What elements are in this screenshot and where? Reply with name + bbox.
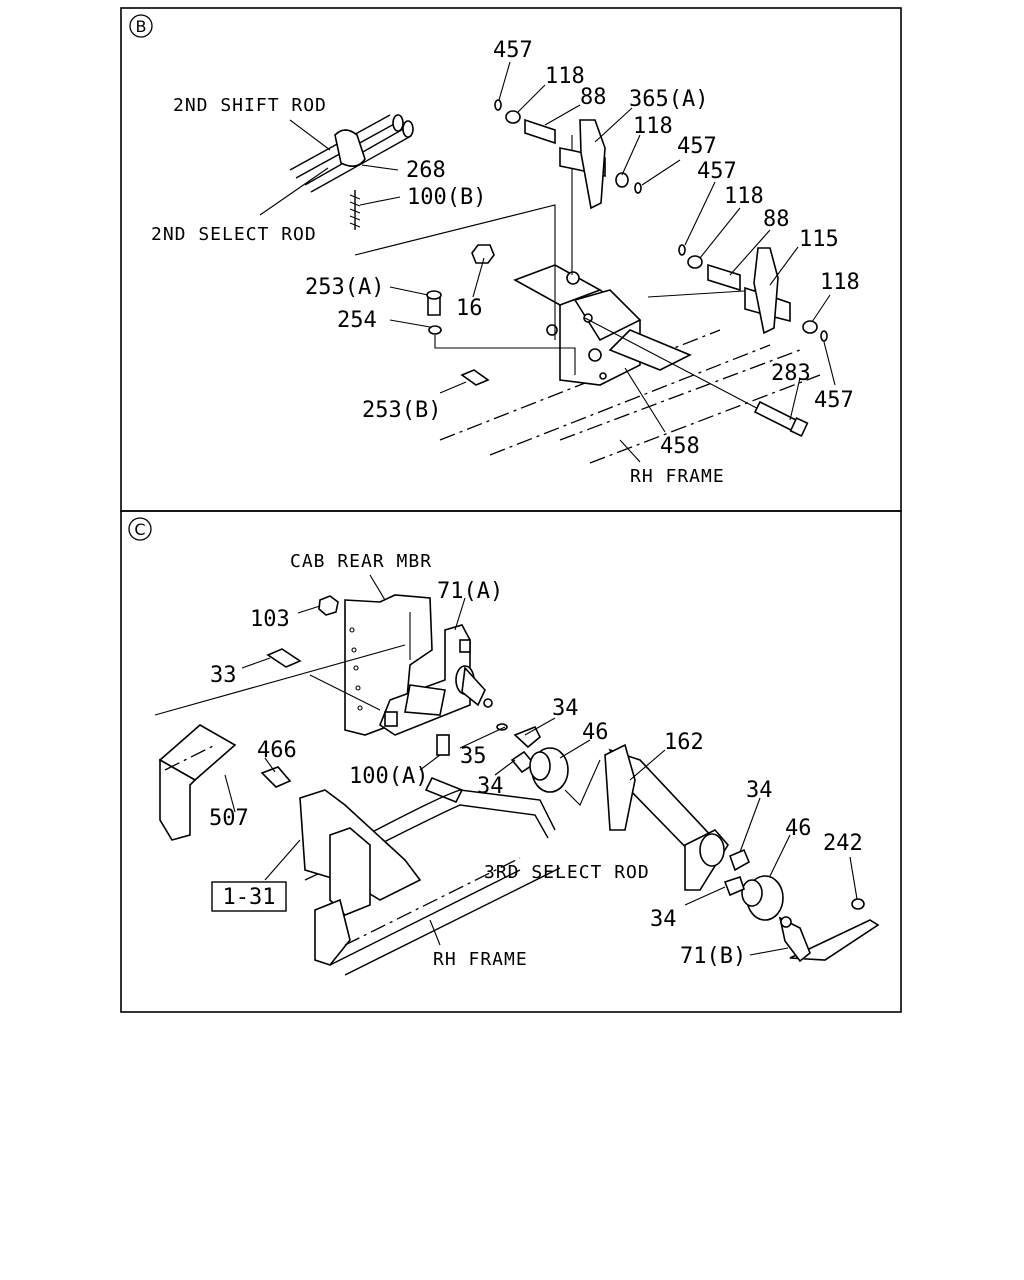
label-34-c: 34 — [746, 778, 773, 803]
cover-507-drawing — [158, 724, 237, 841]
caption-cab-rear-mbr: CAB REAR MBR — [290, 551, 432, 572]
caption-rh-frame-b: RH FRAME — [630, 466, 725, 487]
label-115: 115 — [799, 227, 839, 252]
leader-lines-b — [259, 61, 836, 463]
label-268: 268 — [406, 158, 446, 183]
ref-box-label: 1-31 — [223, 885, 276, 910]
cab-rear-member-drawing — [344, 594, 433, 736]
panel-c-marker: C — [134, 520, 145, 539]
panel-c-marker-circle — [128, 517, 152, 541]
panel-b-border — [120, 7, 902, 512]
label-458: 458 — [660, 434, 700, 459]
caption-3rd-select-rod: 3RD SELECT ROD — [484, 862, 650, 883]
bracket-71a-drawing — [379, 624, 493, 736]
label-283: 283 — [771, 361, 811, 386]
rh-frame-lines-b — [439, 329, 821, 464]
label-34-d: 34 — [650, 907, 677, 932]
label-507: 507 — [209, 806, 249, 831]
fasteners-b — [426, 244, 809, 437]
label-16: 16 — [456, 296, 483, 321]
fasteners-c — [260, 595, 865, 910]
ref-box-1-31[interactable] — [211, 881, 287, 912]
label-33: 33 — [210, 663, 237, 688]
panel-b: B — [120, 7, 902, 512]
panel-c: C — [120, 510, 902, 1013]
label-254: 254 — [337, 308, 377, 333]
label-88-a: 88 — [580, 85, 607, 110]
label-242: 242 — [823, 831, 863, 856]
label-88-b: 88 — [763, 207, 790, 232]
rh-frame-drawing-c — [299, 789, 561, 976]
boot-46-a-drawing — [529, 747, 569, 793]
label-100b: 100(B) — [407, 185, 486, 210]
label-457-c: 457 — [697, 159, 737, 184]
label-46-b: 46 — [785, 816, 812, 841]
label-466: 466 — [257, 738, 297, 763]
label-118-a: 118 — [545, 64, 585, 89]
boot-46-b-drawing — [741, 875, 784, 921]
label-34-a: 34 — [552, 696, 579, 721]
panel-c-border — [120, 510, 902, 1013]
label-71b: 71(B) — [680, 944, 746, 969]
label-46-a: 46 — [582, 720, 609, 745]
label-162: 162 — [664, 730, 704, 755]
panel-b-marker-circle — [129, 14, 153, 38]
label-457-b: 457 — [677, 134, 717, 159]
bracket-458-drawing — [513, 264, 692, 386]
label-71a: 71(A) — [437, 579, 503, 604]
label-103: 103 — [250, 607, 290, 632]
caption-rh-frame-c: RH FRAME — [433, 949, 528, 970]
label-100a: 100(A) — [349, 764, 428, 789]
label-118-b: 118 — [633, 114, 673, 139]
clips-34-drawing — [723, 848, 751, 897]
label-457-a: 457 — [493, 38, 533, 63]
shaft-162-drawing — [604, 743, 729, 891]
caption-2nd-select-rod: 2ND SELECT ROD — [151, 224, 317, 245]
panel-b-marker: B — [136, 17, 147, 36]
label-457-d: 457 — [814, 388, 854, 413]
second-shift-rod-drawing — [289, 114, 414, 230]
right-lever-drawing — [678, 244, 828, 342]
label-35: 35 — [460, 744, 487, 769]
upper-lever-drawing — [494, 99, 642, 210]
leader-guides-b — [354, 135, 771, 416]
label-253a: 253(A) — [305, 275, 384, 300]
label-118-d: 118 — [820, 270, 860, 295]
label-34-b: 34 — [477, 774, 504, 799]
label-253b: 253(B) — [362, 398, 441, 423]
bracket-71b-drawing — [778, 916, 880, 963]
leader-lines-c — [224, 574, 858, 956]
leader-guides-c — [154, 644, 601, 806]
caption-2nd-shift-rod: 2ND SHIFT ROD — [173, 95, 327, 116]
label-118-c: 118 — [724, 184, 764, 209]
label-365a: 365(A) — [629, 87, 708, 112]
